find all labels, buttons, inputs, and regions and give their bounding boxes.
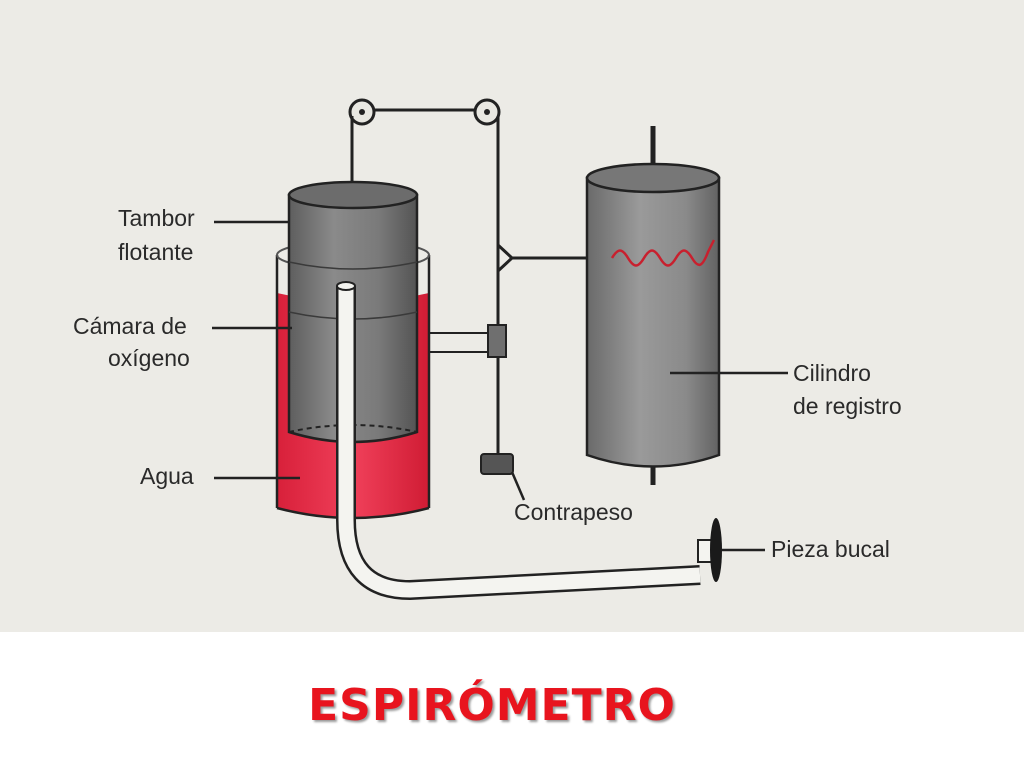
kymograph-trace: [610, 239, 716, 267]
label-tambor-2: flotante: [118, 239, 193, 265]
counterweight: [480, 453, 514, 475]
label-tambor-1: Tambor: [118, 205, 195, 231]
label-pieza-bucal: Pieza bucal: [771, 536, 890, 562]
diagram-panel: Tambor flotante Cámara de oxígeno Agua C…: [0, 0, 1024, 632]
mouthpiece: [710, 518, 722, 582]
label-camara-2: oxígeno: [108, 345, 190, 371]
slide-title: ESPIRÓMETRO: [308, 680, 676, 731]
pulley-system: [348, 98, 614, 458]
label-agua: Agua: [140, 463, 194, 489]
recording-cylinder: [585, 126, 721, 485]
spirometer-diagram: Tambor flotante Cámara de oxígeno Agua C…: [73, 98, 902, 601]
slide-guide: [429, 324, 507, 358]
label-cilindro-2: de registro: [793, 393, 902, 419]
label-camara-1: Cámara de: [73, 313, 187, 339]
breathing-tube: [336, 281, 722, 601]
label-contrapeso: Contrapeso: [514, 499, 633, 525]
label-cilindro-1: Cilindro: [793, 360, 871, 386]
leader-lines: [212, 220, 788, 552]
